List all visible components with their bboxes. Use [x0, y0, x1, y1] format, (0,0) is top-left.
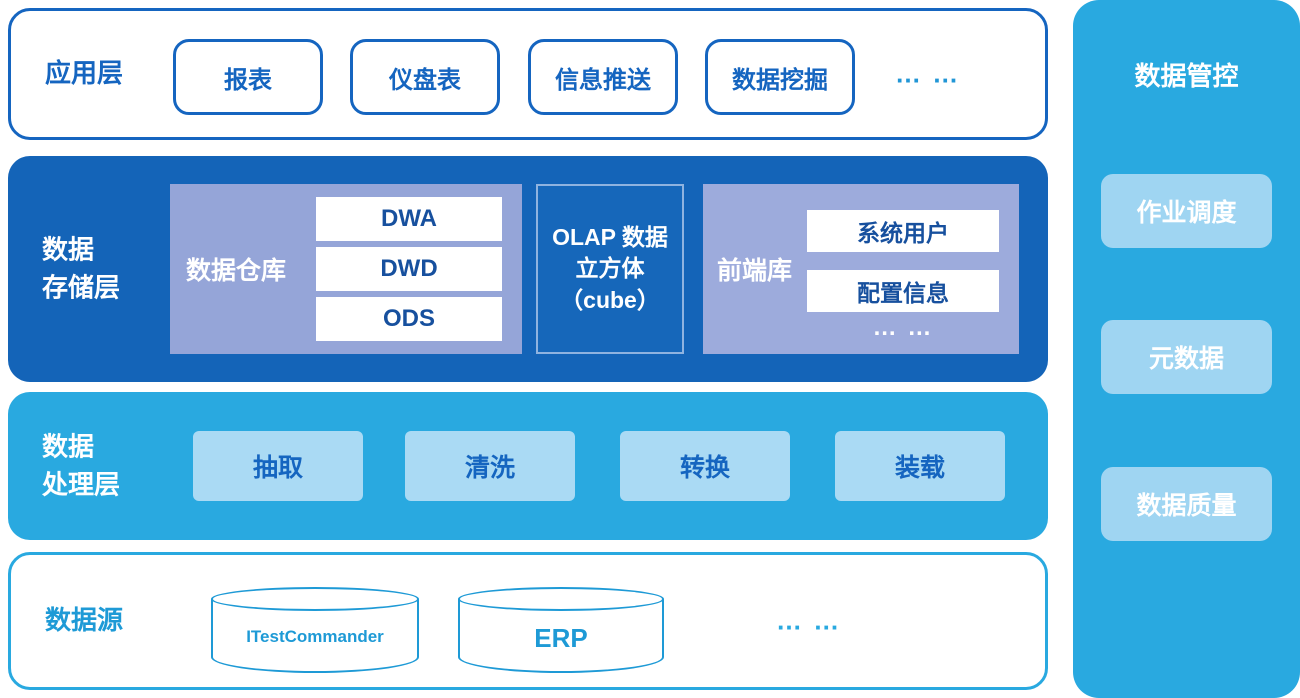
source-layer-label: 数据源 — [45, 605, 124, 636]
cylinder-body — [458, 599, 664, 673]
database-label-erp: ERP — [534, 623, 588, 653]
olap-cube-box: OLAP 数据 立方体 （cube） — [536, 184, 684, 354]
cylinder-top-ellipse — [211, 587, 419, 611]
storage-label-line2: 存储层 — [42, 272, 121, 302]
frontend-box-config-info: 配置信息 — [807, 270, 999, 312]
app-item-info-push: 信息推送 — [528, 39, 678, 115]
app-item-reports: 报表 — [173, 39, 323, 115]
processing-layer: 数据 处理层 抽取 清洗 转换 装载 — [8, 392, 1048, 540]
gov-box-metadata: 元数据 — [1101, 320, 1272, 394]
app-item-dashboard: 仪盘表 — [350, 39, 500, 115]
processing-label-line1: 数据 — [42, 431, 95, 462]
proc-box-transform: 转换 — [620, 431, 790, 501]
governance-panel: 数据管控 作业调度 元数据 数据质量 — [1073, 0, 1300, 698]
olap-line3: （cube） — [560, 286, 660, 313]
gov-box-job-scheduling: 作业调度 — [1101, 174, 1272, 248]
database-cylinder-erp: ERP — [458, 587, 664, 673]
storage-layer: 数据 存储层 数据仓库 DWA DWD ODS OLAP 数据 立方体 （cub… — [8, 156, 1048, 382]
application-ellipsis: … … — [895, 58, 961, 89]
cylinder-body — [211, 599, 419, 673]
warehouse-box-dwa: DWA — [316, 197, 502, 241]
app-item-data-mining: 数据挖掘 — [705, 39, 855, 115]
warehouse-group: 数据仓库 DWA DWD ODS — [170, 184, 522, 354]
warehouse-box-ods: ODS — [316, 297, 502, 341]
governance-title: 数据管控 — [1134, 61, 1239, 91]
proc-box-load: 装载 — [835, 431, 1005, 501]
storage-label-line1: 数据 — [42, 234, 95, 265]
processing-label-line2: 处理层 — [42, 469, 121, 499]
application-layer: 应用层 报表 仪盘表 信息推送 数据挖掘 … … — [8, 8, 1048, 140]
frontend-group: 前端库 系统用户 配置信息 … … — [703, 184, 1019, 354]
application-layer-label: 应用层 — [45, 58, 124, 89]
olap-line1: OLAP 数据 — [552, 224, 668, 251]
source-layer: 数据源 ITestCommander ERP … … — [8, 552, 1048, 690]
olap-line2: 立方体 — [575, 255, 645, 282]
storage-layer-label: 数据 存储层 — [42, 231, 120, 306]
source-ellipsis: … … — [776, 605, 842, 636]
proc-box-clean: 清洗 — [405, 431, 575, 501]
cylinder-top-ellipse — [458, 587, 664, 611]
processing-layer-label: 数据 处理层 — [42, 428, 120, 503]
warehouse-label: 数据仓库 — [186, 257, 287, 285]
database-label-itestcommander: ITestCommander — [246, 627, 384, 646]
warehouse-box-dwd: DWD — [316, 247, 502, 291]
database-cylinder-itestcommander: ITestCommander — [211, 587, 419, 673]
frontend-label: 前端库 — [717, 257, 793, 285]
frontend-box-system-users: 系统用户 — [807, 210, 999, 252]
proc-box-extract: 抽取 — [193, 431, 363, 501]
frontend-ellipsis: … … — [872, 314, 934, 341]
gov-box-data-quality: 数据质量 — [1101, 467, 1272, 541]
